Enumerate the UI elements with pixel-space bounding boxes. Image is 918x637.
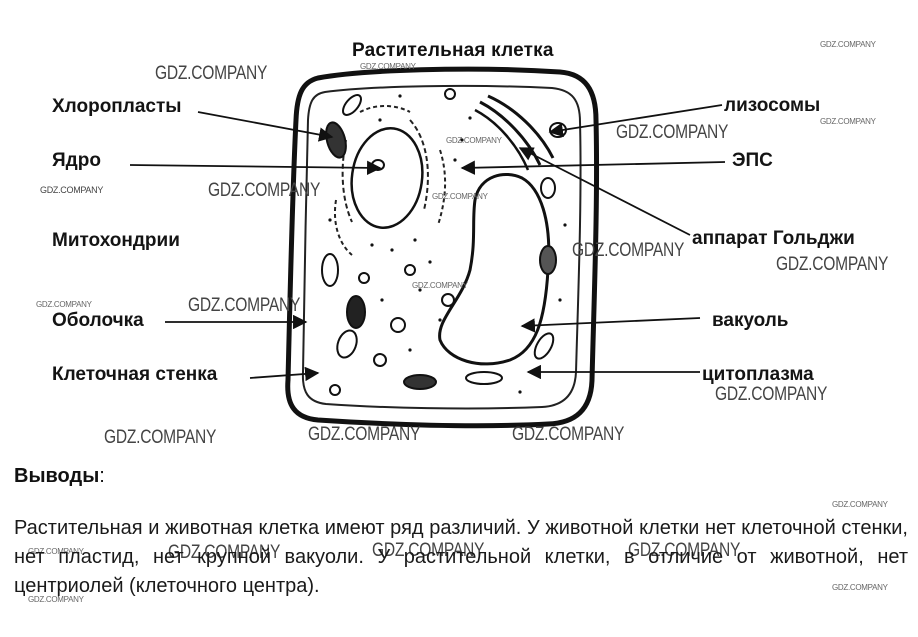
watermark: GDZ.COMPANY	[832, 583, 888, 592]
watermark: GDZ.COMPANY	[36, 300, 92, 309]
label-cell-wall: Клеточная стенка	[52, 364, 218, 385]
arrow-golgi	[518, 147, 691, 236]
watermark: GDZ.COMPANY	[446, 136, 502, 145]
arrow-cell-wall	[249, 366, 320, 382]
chloroplast-shape	[346, 295, 366, 329]
watermark: GDZ.COMPANY	[820, 40, 876, 49]
watermark: GDZ.COMPANY	[104, 427, 217, 448]
watermark: GDZ.COMPANY	[168, 542, 281, 563]
conclusion-heading: Выводы:	[14, 465, 105, 488]
er-strand	[409, 119, 429, 211]
figure-title: Растительная клетка	[352, 40, 554, 61]
mitochondrion-shape	[321, 253, 339, 287]
label-nucleus: Ядро	[52, 150, 101, 171]
watermark: GDZ.COMPANY	[28, 547, 84, 556]
conclusion-colon: :	[99, 465, 105, 487]
label-mitochondria: Митохондрии	[52, 230, 180, 251]
watermark: GDZ.COMPANY	[360, 62, 416, 71]
golgi-stack	[487, 94, 555, 159]
chloroplast-shape	[325, 121, 347, 159]
mitochondrion-shape	[533, 332, 555, 360]
mitochondrion-shape	[540, 177, 556, 199]
arrow-nucleus	[129, 160, 382, 176]
cell-wall-outline	[285, 66, 600, 429]
nucleus-shape	[350, 126, 424, 230]
golgi-stack	[474, 108, 530, 171]
watermark: GDZ.COMPANY	[412, 281, 468, 290]
arrow-lysosomes	[548, 104, 723, 138]
chloroplast-shape	[539, 245, 557, 275]
er-strand	[359, 105, 411, 113]
watermark: GDZ.COMPANY	[40, 185, 104, 195]
cell-membrane-outline	[301, 84, 582, 410]
label-golgi: аппарат Гольджи	[692, 228, 855, 249]
label-vacuole: вакуоль	[712, 310, 789, 331]
arrow-er	[460, 160, 726, 175]
conclusion-title: Выводы	[14, 465, 100, 487]
golgi-stack	[479, 100, 542, 166]
label-membrane: Оболочка	[52, 310, 144, 331]
watermark: GDZ.COMPANY	[308, 424, 421, 445]
conclusion-text: Растительная и животная клетка имеют ряд…	[14, 517, 908, 597]
vacuole-shape	[438, 173, 551, 366]
label-cytoplasm: цитоплазма	[702, 364, 814, 385]
watermark: GDZ.COMPANY	[628, 540, 741, 561]
watermark: GDZ.COMPANY	[776, 254, 889, 275]
mitochondrion-shape	[342, 94, 362, 116]
watermark: GDZ.COMPANY	[155, 63, 268, 84]
watermark: GDZ.COMPANY	[188, 295, 301, 316]
watermark: GDZ.COMPANY	[832, 500, 888, 509]
label-chloroplasts: Хлоропласты	[52, 96, 182, 117]
watermark: GDZ.COMPANY	[28, 595, 84, 604]
label-er: ЭПС	[732, 150, 773, 171]
chloroplast-shape	[403, 374, 437, 390]
watermark: GDZ.COMPANY	[820, 117, 876, 126]
watermark: GDZ.COMPANY	[432, 192, 488, 201]
er-strand	[437, 149, 447, 226]
watermark: GDZ.COMPANY	[208, 180, 321, 201]
watermark: GDZ.COMPANY	[715, 384, 828, 405]
label-lysosomes: лизосомы	[724, 95, 821, 116]
mitochondrion-shape	[336, 329, 358, 359]
watermark: GDZ.COMPANY	[512, 424, 625, 445]
arrow-chloroplasts	[197, 111, 334, 142]
arrow-vacuole	[520, 317, 701, 333]
watermark: GDZ.COMPANY	[616, 122, 729, 143]
er-strand	[334, 199, 353, 256]
watermark: GDZ.COMPANY	[572, 240, 685, 261]
mitochondrion-shape	[465, 371, 503, 385]
watermark: GDZ.COMPANY	[372, 540, 485, 561]
